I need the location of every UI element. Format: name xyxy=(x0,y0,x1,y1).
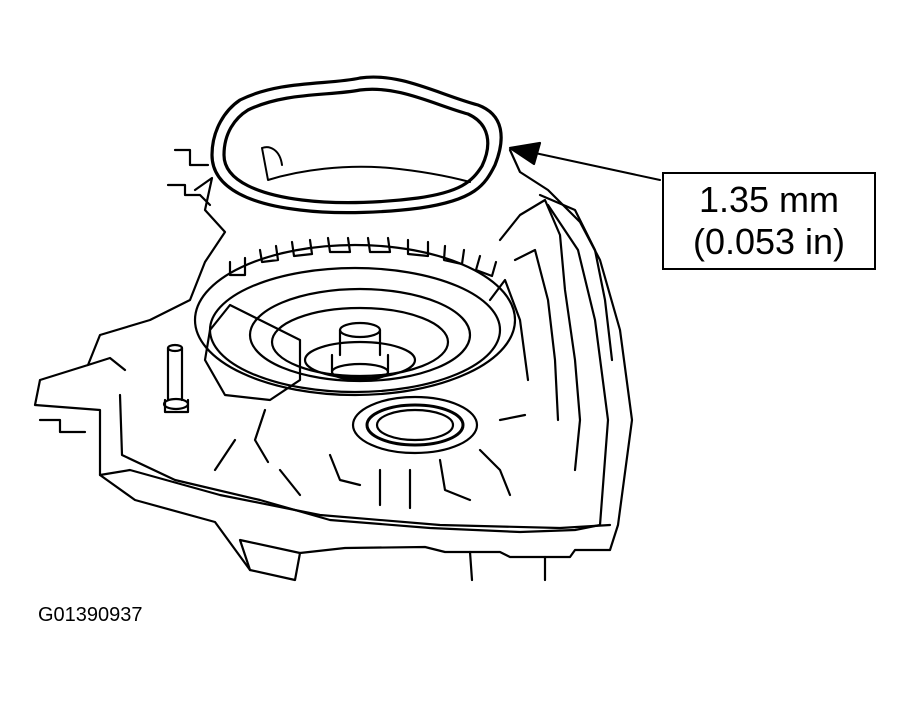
gasket-seat xyxy=(261,146,471,183)
dimension-callout: 1.35 mm (0.053 in) xyxy=(662,172,876,270)
dimension-metric: 1.35 mm xyxy=(698,179,840,220)
clutch-drum xyxy=(193,236,517,397)
case-bottom-flange xyxy=(238,538,547,582)
case-outline xyxy=(33,148,634,582)
center-shaft xyxy=(330,321,390,382)
case-left-tab xyxy=(38,356,127,434)
case-left-bracket xyxy=(166,148,212,207)
inner-hub xyxy=(248,287,472,383)
bearing-bore xyxy=(351,395,479,455)
dimension-imperial: (0.053 in) xyxy=(692,221,846,262)
case-inner-rim xyxy=(118,203,610,534)
gasket-ring xyxy=(210,75,503,215)
locating-pin xyxy=(162,343,190,414)
right-wall-ribs xyxy=(488,193,614,472)
leader-arrow xyxy=(508,141,661,181)
case-lower-lip xyxy=(98,468,612,530)
case-webs xyxy=(203,303,527,510)
figure-id: G01390937 xyxy=(38,604,143,626)
